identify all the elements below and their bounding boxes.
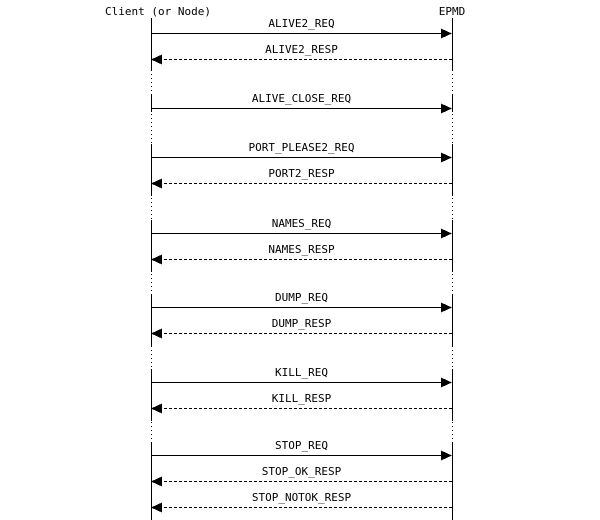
arrowhead-kill-req xyxy=(441,377,452,388)
message-label-names-req: NAMES_REQ xyxy=(268,218,335,230)
message-label-alive2-req: ALIVE2_REQ xyxy=(265,18,338,30)
message-label-stop-notok-resp: STOP_NOTOK_RESP xyxy=(248,492,355,504)
message-label-dump-resp: DUMP_RESP xyxy=(268,318,335,330)
message-label-port-please2-req: PORT_PLEASE2_REQ xyxy=(245,142,358,154)
arrowhead-alive2-resp xyxy=(151,54,162,65)
message-label-kill-resp: KILL_RESP xyxy=(268,393,335,405)
arrowhead-alive-close-req xyxy=(441,103,452,114)
arrowhead-names-resp xyxy=(151,254,162,265)
message-label-stop-req: STOP_REQ xyxy=(272,440,331,452)
arrowhead-stop-ok-resp xyxy=(151,476,162,487)
arrowhead-stop-req xyxy=(441,450,452,461)
message-label-names-resp: NAMES_RESP xyxy=(265,244,338,256)
arrowhead-port2-resp xyxy=(151,178,162,189)
participant-label-epmd: EPMD xyxy=(438,5,466,18)
message-label-dump-req: DUMP_REQ xyxy=(272,292,331,304)
arrowhead-alive2-req xyxy=(441,28,452,39)
arrowhead-stop-notok-resp xyxy=(151,502,162,513)
arrowhead-names-req xyxy=(441,228,452,239)
participant-label-client: Client (or Node) xyxy=(105,5,211,18)
arrowhead-dump-resp xyxy=(151,328,162,339)
message-label-kill-req: KILL_REQ xyxy=(272,367,331,379)
arrowhead-port-please2-req xyxy=(441,152,452,163)
arrowhead-kill-resp xyxy=(151,403,162,414)
message-label-alive-close-req: ALIVE_CLOSE_REQ xyxy=(248,93,355,105)
message-label-alive2-resp: ALIVE2_RESP xyxy=(262,44,341,56)
message-label-stop-ok-resp: STOP_OK_RESP xyxy=(258,466,345,478)
message-label-port2-resp: PORT2_RESP xyxy=(265,168,338,180)
arrowhead-dump-req xyxy=(441,302,452,313)
